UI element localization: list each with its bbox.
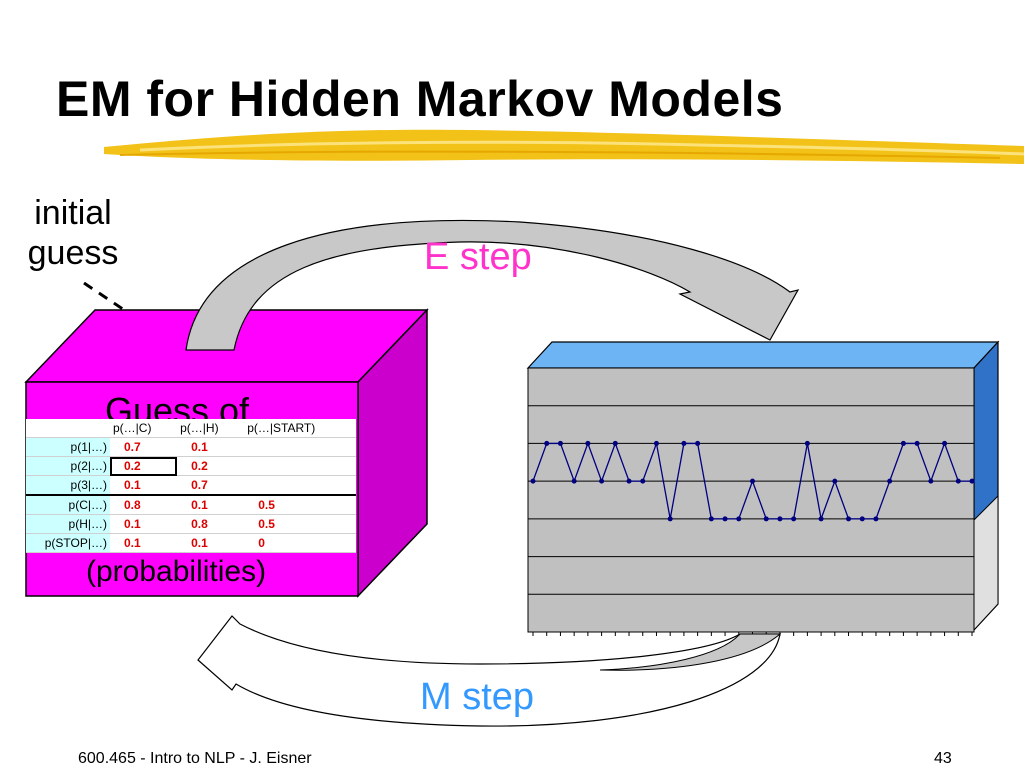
data-point <box>804 440 810 446</box>
chart-grid <box>528 405 974 636</box>
e-step-label: E step <box>424 236 532 278</box>
cell-start[interactable]: 0.5 <box>244 494 356 515</box>
cell-c[interactable]: 0.8 <box>110 494 178 515</box>
m-step-label: M step <box>420 676 535 718</box>
data-point <box>736 516 742 522</box>
data-point <box>859 516 865 522</box>
header-c: p(…|C) <box>110 419 178 438</box>
table-row: p(STOP|…) 0.1 0.1 0 <box>26 533 356 553</box>
cell-start[interactable] <box>244 437 356 457</box>
data-point <box>928 478 934 484</box>
e-step-arrow <box>185 219 800 351</box>
data-point <box>818 516 824 522</box>
cell-c[interactable]: 0.1 <box>110 475 178 496</box>
data-point <box>832 478 838 484</box>
data-point <box>544 440 550 446</box>
data-point <box>887 478 893 484</box>
data-point <box>873 516 879 522</box>
data-point <box>791 516 797 522</box>
cell-h[interactable]: 0.2 <box>177 456 245 476</box>
row-label: p(3|…) <box>26 475 110 496</box>
data-point <box>571 478 577 484</box>
cell-h[interactable]: 0.1 <box>177 494 245 515</box>
data-point <box>653 440 659 446</box>
row-label: p(2|…) <box>26 456 110 476</box>
cell-h[interactable]: 0.1 <box>177 437 245 457</box>
data-point <box>914 440 920 446</box>
data-point <box>942 440 948 446</box>
table-row: p(1|…) 0.7 0.1 <box>26 437 356 457</box>
cell-c[interactable]: 0.7 <box>110 437 178 457</box>
cell-start[interactable] <box>244 456 356 476</box>
header-start: p(…|START) <box>244 419 356 438</box>
data-point <box>955 478 961 484</box>
probability-table: p(…|C) p(…|H) p(…|START) p(1|…) 0.7 0.1 … <box>26 419 356 553</box>
data-point <box>667 516 673 522</box>
data-point <box>599 478 605 484</box>
data-point <box>530 478 536 484</box>
table-header-row: p(…|C) p(…|H) p(…|START) <box>26 419 356 438</box>
cell-start[interactable]: 0 <box>244 533 356 553</box>
data-point <box>681 440 687 446</box>
data-point <box>695 440 701 446</box>
chart-series <box>530 440 975 522</box>
cell-c-selected[interactable]: 0.2 <box>110 456 178 476</box>
data-point <box>557 440 563 446</box>
data-point <box>750 478 755 484</box>
row-label: p(C|…) <box>26 494 110 515</box>
data-point <box>777 516 783 522</box>
data-point <box>722 516 728 522</box>
cell-c[interactable]: 0.1 <box>110 533 178 553</box>
slide-title: EM for Hidden Markov Models <box>56 71 784 127</box>
row-label: p(STOP|…) <box>26 533 110 553</box>
data-point <box>969 478 975 484</box>
cell-c[interactable]: 0.1 <box>110 514 178 534</box>
initial-guess-label: initial guess <box>27 194 119 272</box>
footer-text: 600.465 - Intro to NLP - J. Eisner <box>78 750 312 767</box>
data-point <box>763 516 769 522</box>
header-h: p(…|H) <box>177 419 245 438</box>
data-point <box>846 516 852 522</box>
cell-h[interactable]: 0.8 <box>177 514 245 534</box>
guess-of-label: Guess of <box>105 390 250 420</box>
table-row: p(3|…) 0.1 0.7 <box>26 475 356 496</box>
row-label: p(1|…) <box>26 437 110 457</box>
m-step-arrow-shade <box>599 633 782 671</box>
data-point <box>708 516 714 522</box>
data-point <box>626 478 632 484</box>
table-row: p(H|…) 0.1 0.8 0.5 <box>26 514 356 534</box>
data-point <box>900 440 906 446</box>
probabilities-label: (probabilities) <box>86 555 267 588</box>
table-row: p(2|…) 0.2 0.2 <box>26 456 356 476</box>
table-row: p(C|…) 0.8 0.1 0.5 <box>26 494 356 515</box>
cell-start[interactable] <box>244 475 356 496</box>
cell-h[interactable]: 0.7 <box>177 475 245 496</box>
cell-start[interactable]: 0.5 <box>244 514 356 534</box>
cell-h[interactable]: 0.1 <box>177 533 245 553</box>
data-point <box>585 440 591 446</box>
expected-counts-box <box>526 340 1000 633</box>
m-step-arrow <box>197 615 781 727</box>
page-number: 43 <box>934 750 952 767</box>
row-label: p(H|…) <box>26 514 110 534</box>
data-point <box>640 478 646 484</box>
data-point <box>612 440 618 446</box>
